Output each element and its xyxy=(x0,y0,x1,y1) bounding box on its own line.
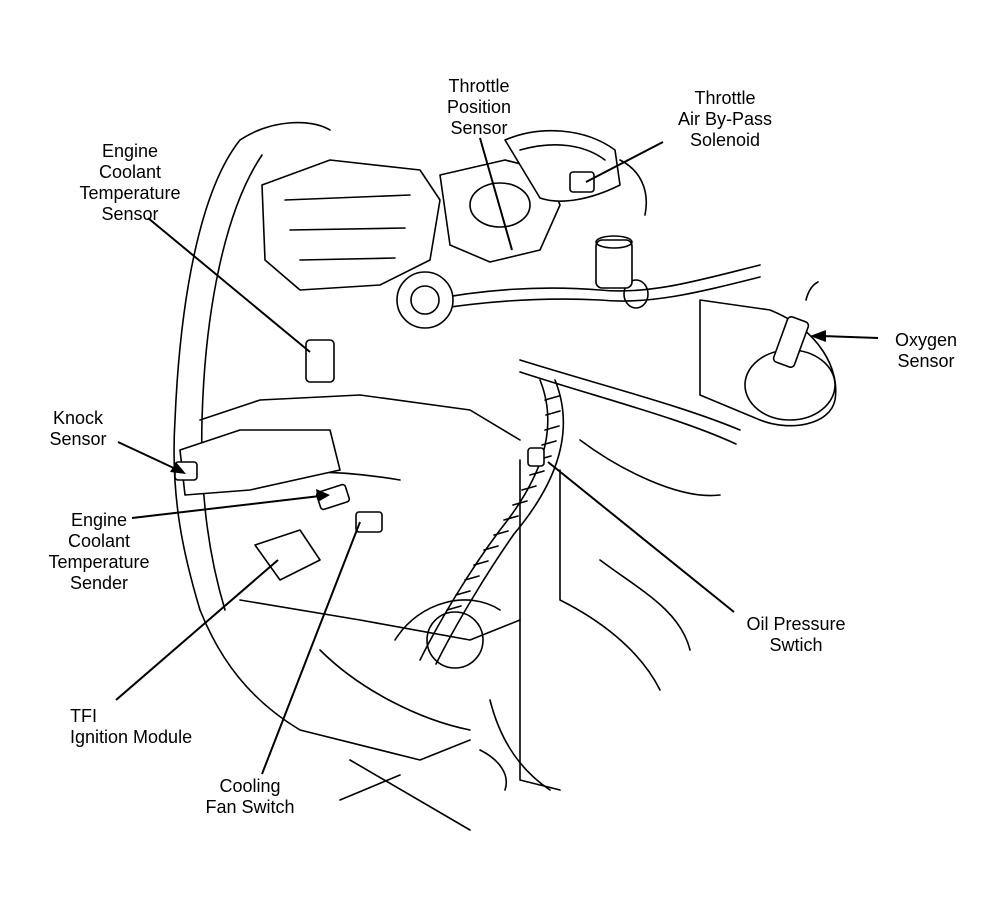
label-engine-coolant-temperature-sensor: Engine Coolant Temperature Sensor xyxy=(55,141,205,225)
label-oxygen-sensor: Oxygen Sensor xyxy=(878,330,974,372)
leader-cooling-fan-switch xyxy=(261,521,361,775)
knock-sensor-arrowhead xyxy=(170,462,186,474)
label-line: Knock xyxy=(52,408,104,428)
label-knock-sensor: Knock Sensor xyxy=(38,408,118,450)
label-line: Sensor xyxy=(450,118,508,138)
leader-throttle-air-bypass-solenoid xyxy=(585,141,664,183)
leader-engine-coolant-temperature-sender xyxy=(131,495,321,519)
label-throttle-air-bypass-solenoid: Throttle Air By-Pass Solenoid xyxy=(660,88,790,151)
label-cooling-fan-switch: Cooling Fan Switch xyxy=(180,776,320,818)
label-line: Sensor xyxy=(49,429,107,449)
label-line: Engine xyxy=(70,510,128,530)
label-oil-pressure-switch: Oil Pressure Swtich xyxy=(726,614,866,656)
label-line: Sender xyxy=(69,573,129,593)
leader-lines xyxy=(115,137,879,775)
label-line: Coolant xyxy=(67,531,131,551)
label-line: Throttle xyxy=(694,88,756,108)
label-line: Sensor xyxy=(101,204,159,224)
label-line: Temperature xyxy=(79,183,181,203)
label-line: Sensor xyxy=(897,351,955,371)
label-engine-coolant-temperature-sender: Engine Coolant Temperature Sender xyxy=(24,510,174,594)
label-line: Cooling xyxy=(219,776,281,796)
leader-oxygen-sensor xyxy=(821,335,879,339)
leader-knock-sensor xyxy=(117,441,179,471)
label-line: Coolant xyxy=(98,162,162,182)
label-throttle-position-sensor: Throttle Position Sensor xyxy=(414,76,544,139)
leader-oil-pressure-switch xyxy=(547,461,735,613)
label-line: Swtich xyxy=(769,635,823,655)
label-line: Engine xyxy=(101,141,159,161)
oxygen-sensor-arrowhead xyxy=(810,330,826,342)
leader-tfi-ignition-module xyxy=(115,559,279,701)
leader-throttle-position-sensor xyxy=(479,137,513,251)
label-line: Position xyxy=(446,97,512,117)
label-line: Throttle xyxy=(448,76,510,96)
label-line: Oxygen xyxy=(894,330,958,350)
label-line: Air By-Pass xyxy=(677,109,773,129)
engine-illustration xyxy=(173,121,837,831)
label-line: TFI xyxy=(70,706,97,726)
label-line: Ignition Module xyxy=(70,727,193,747)
label-tfi-ignition-module: TFI Ignition Module xyxy=(70,706,230,748)
label-line: Temperature xyxy=(48,552,150,572)
label-line: Fan Switch xyxy=(205,797,295,817)
label-line: Oil Pressure xyxy=(746,614,846,634)
label-line: Solenoid xyxy=(689,130,761,150)
engine-coolant-sender-arrowhead xyxy=(316,489,330,502)
leader-engine-coolant-temperature-sensor xyxy=(147,217,311,353)
